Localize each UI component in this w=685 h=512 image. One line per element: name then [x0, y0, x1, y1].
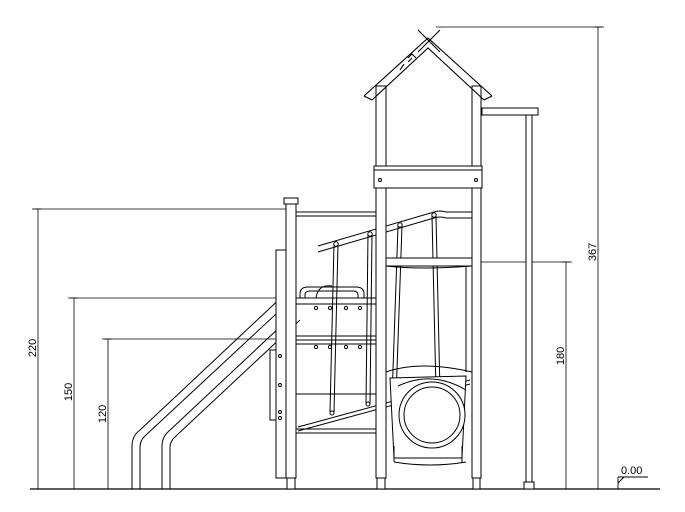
tower-roof — [363, 29, 493, 101]
tower-deck — [385, 257, 473, 269]
dimension-label-220: 220 — [27, 339, 39, 357]
left-side-panel — [269, 250, 297, 478]
side-pole — [481, 107, 539, 490]
dimension-label-120: 120 — [97, 405, 109, 423]
dimension-label-180: 180 — [555, 347, 567, 365]
left-platform-posts — [275, 197, 299, 490]
slide-handrails — [131, 292, 301, 489]
tower-panel — [373, 165, 483, 189]
dimension-rail-high — [68, 297, 300, 489]
tower-posts — [375, 85, 482, 490]
ground-level-label: 0.00 — [621, 465, 642, 477]
tower-inner-panel — [385, 266, 473, 373]
bottom-rail — [296, 393, 376, 434]
dimension-label-367: 367 — [587, 243, 599, 261]
dimension-label-150: 150 — [63, 383, 75, 401]
ground-level-marker — [617, 476, 648, 489]
tube-supports — [393, 446, 467, 466]
dimension-total-height — [436, 26, 604, 489]
dimension-platform-height — [32, 208, 290, 490]
platform-top-rail — [296, 211, 376, 217]
tube-slide — [389, 375, 467, 459]
deck-handrail-loop — [299, 285, 365, 299]
